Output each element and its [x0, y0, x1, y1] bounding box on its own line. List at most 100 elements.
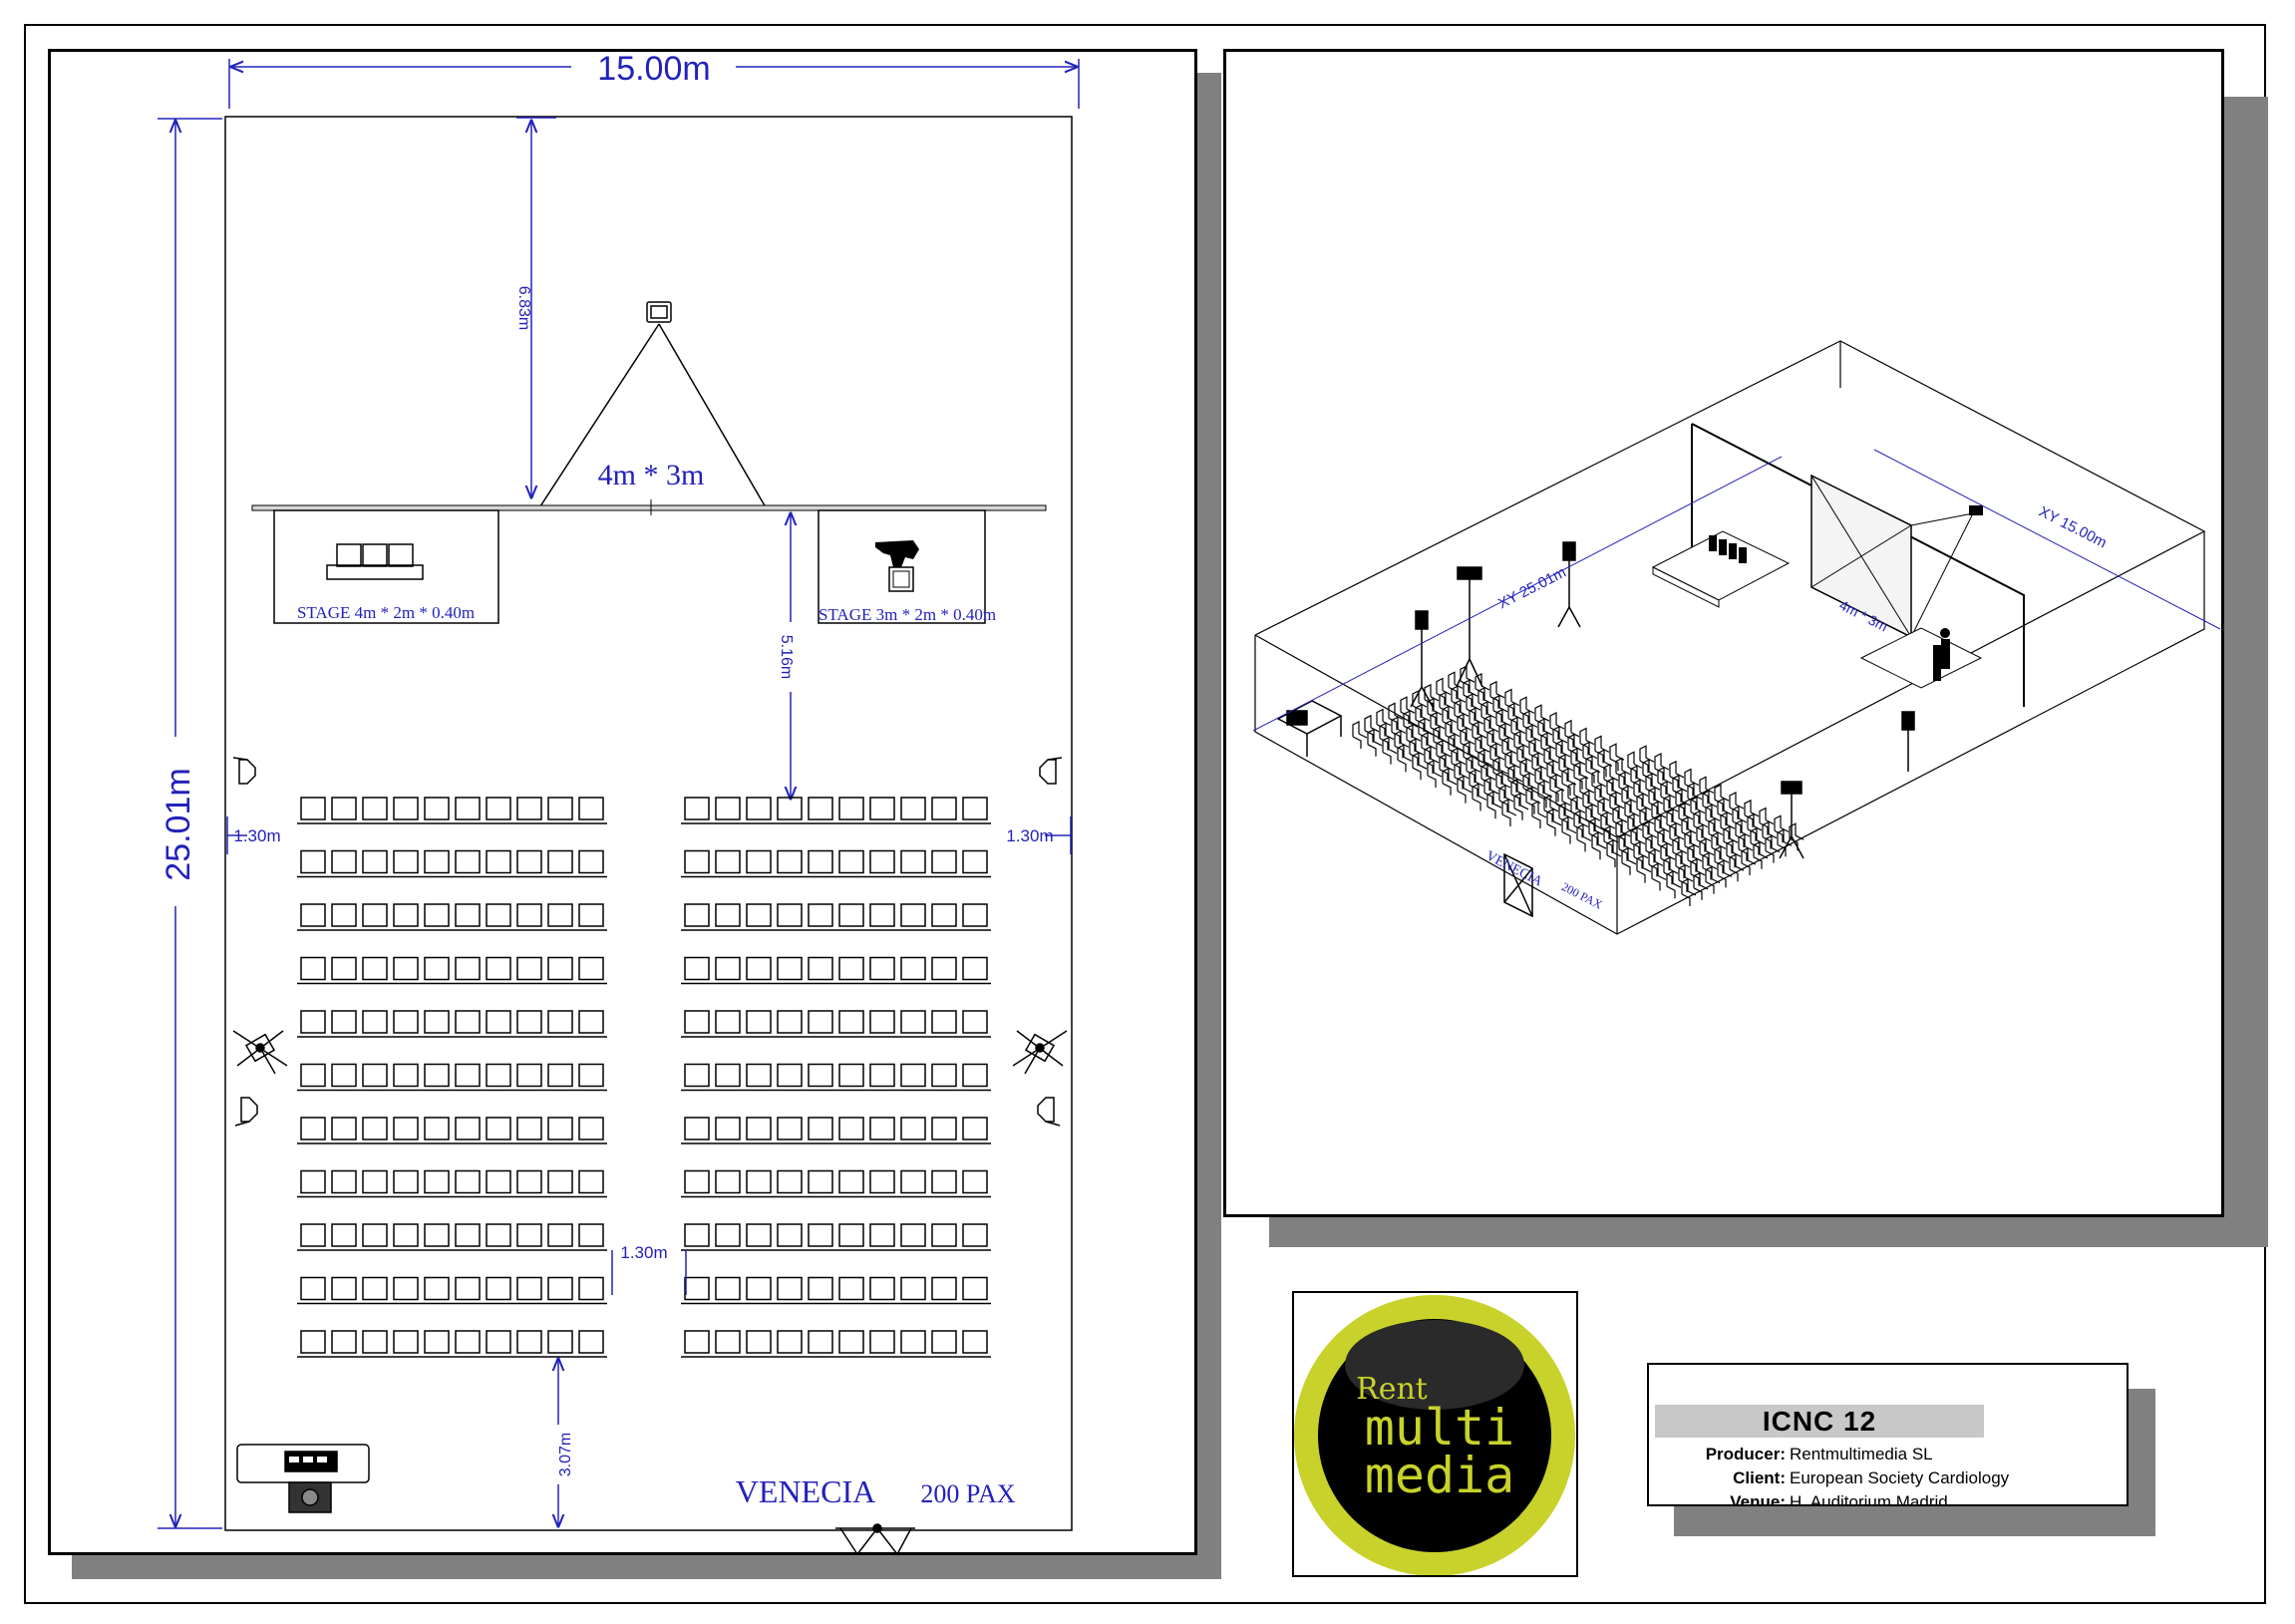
- iso-seat: [1492, 757, 1508, 785]
- iso-seat: [1738, 833, 1754, 861]
- iso-seat: [1501, 736, 1517, 765]
- iso-seat: [1480, 701, 1496, 729]
- title-block: ICNC 12 Producer: Rentmultimedia SL Clie…: [1647, 1363, 2129, 1506]
- iso-seat: [1699, 837, 1715, 866]
- seat: [684, 1010, 710, 1034]
- iso-seat: [1747, 812, 1763, 841]
- iso-seat: [1466, 755, 1481, 784]
- iso-seat: [1570, 747, 1586, 776]
- iso-seat: [1421, 732, 1437, 760]
- iso-seat: [1663, 795, 1679, 822]
- iso-seat: [1528, 738, 1544, 767]
- seat: [578, 849, 604, 874]
- iso-seat: [1609, 743, 1625, 772]
- iso-seat: [1717, 859, 1733, 888]
- iso-seat: [1675, 788, 1691, 816]
- iso-seat: [1376, 708, 1392, 737]
- seat: [424, 956, 450, 981]
- seat: [393, 1276, 419, 1301]
- iso-seat: [1630, 765, 1646, 794]
- iso-seat: [1597, 798, 1613, 825]
- seat: [684, 1063, 710, 1088]
- iso-seat: [1451, 685, 1467, 714]
- venue-value: H. Auditorium Madrid: [1790, 1492, 1948, 1506]
- iso-seat: [1394, 730, 1410, 759]
- iso-seat: [1693, 871, 1709, 900]
- iso-lectern-icon: [1933, 628, 1950, 681]
- seat: [300, 1169, 326, 1194]
- seat: [393, 956, 419, 981]
- seat: [931, 956, 957, 981]
- event-title-bar: ICNC 12: [1655, 1405, 1984, 1438]
- seat: [931, 1117, 957, 1140]
- iso-seat: [1579, 727, 1595, 756]
- seat: [486, 1276, 511, 1301]
- iso-seat: [1690, 796, 1706, 824]
- seat: [393, 1063, 419, 1088]
- seat: [900, 1330, 926, 1354]
- iso-seat: [1555, 740, 1571, 768]
- seat: [746, 903, 772, 927]
- seat: [838, 1223, 864, 1247]
- seat: [362, 1063, 388, 1088]
- iso-seat: [1561, 768, 1577, 796]
- iso-seat: [1672, 774, 1688, 803]
- iso-seat: [1489, 680, 1505, 709]
- seat: [808, 1330, 833, 1354]
- iso-seat: [1639, 807, 1655, 835]
- seat: [547, 1330, 573, 1354]
- seat: [746, 1223, 772, 1247]
- iso-seat: [1591, 770, 1607, 798]
- iso-seat: [1585, 804, 1601, 832]
- iso-seat: [1558, 754, 1574, 782]
- iso-seat: [1651, 862, 1667, 891]
- iso-seat: [1765, 834, 1781, 863]
- seat: [300, 1063, 326, 1088]
- iso-seat: [1516, 744, 1532, 773]
- seat: [547, 1117, 573, 1140]
- seat: [393, 1117, 419, 1140]
- iso-seat: [1669, 760, 1685, 789]
- aisle-right-label: 1.30m: [1006, 826, 1053, 845]
- iso-seat: [1379, 722, 1395, 751]
- iso-seat: [1582, 741, 1598, 770]
- iso-room-label: VENECIA: [1483, 848, 1545, 890]
- iso-seat: [1433, 725, 1449, 754]
- seat: [362, 797, 388, 820]
- iso-stage-right: [1859, 627, 1983, 689]
- iso-seat: [1555, 788, 1571, 816]
- seat: [838, 1010, 864, 1034]
- seat: [424, 1330, 450, 1354]
- iso-seat: [1510, 716, 1526, 745]
- company-logo: Rent multi media: [1292, 1291, 1578, 1577]
- seat: [547, 1063, 573, 1088]
- iso-seat: [1693, 810, 1709, 838]
- projection-screen: [251, 499, 1047, 515]
- iso-seat: [1618, 832, 1634, 861]
- iso-seat: [1657, 828, 1673, 857]
- iso-seat: [1427, 697, 1443, 726]
- speaker-icon: [1037, 1097, 1061, 1127]
- producer-row: Producer: Rentmultimedia SL: [1649, 1445, 2118, 1464]
- iso-seat: [1549, 774, 1565, 803]
- iso-seat: [1409, 738, 1425, 767]
- iso-seat: [1684, 829, 1700, 858]
- iso-seat: [1588, 817, 1604, 846]
- iso-seat: [1448, 671, 1464, 700]
- seat: [715, 797, 741, 820]
- iso-seat: [1480, 763, 1496, 792]
- seat: [362, 956, 388, 981]
- seat: [962, 1276, 988, 1301]
- seat: [331, 1117, 357, 1140]
- seat: [486, 1169, 511, 1194]
- seat: [424, 1010, 450, 1034]
- seat: [684, 849, 710, 874]
- seat: [777, 1330, 803, 1354]
- iso-seat: [1570, 796, 1586, 824]
- iso-seat: [1391, 716, 1407, 745]
- iso-seat: [1582, 790, 1598, 818]
- seat: [455, 1063, 481, 1088]
- seat: [808, 1169, 833, 1194]
- iso-seat: [1654, 753, 1670, 781]
- seat: [455, 903, 481, 927]
